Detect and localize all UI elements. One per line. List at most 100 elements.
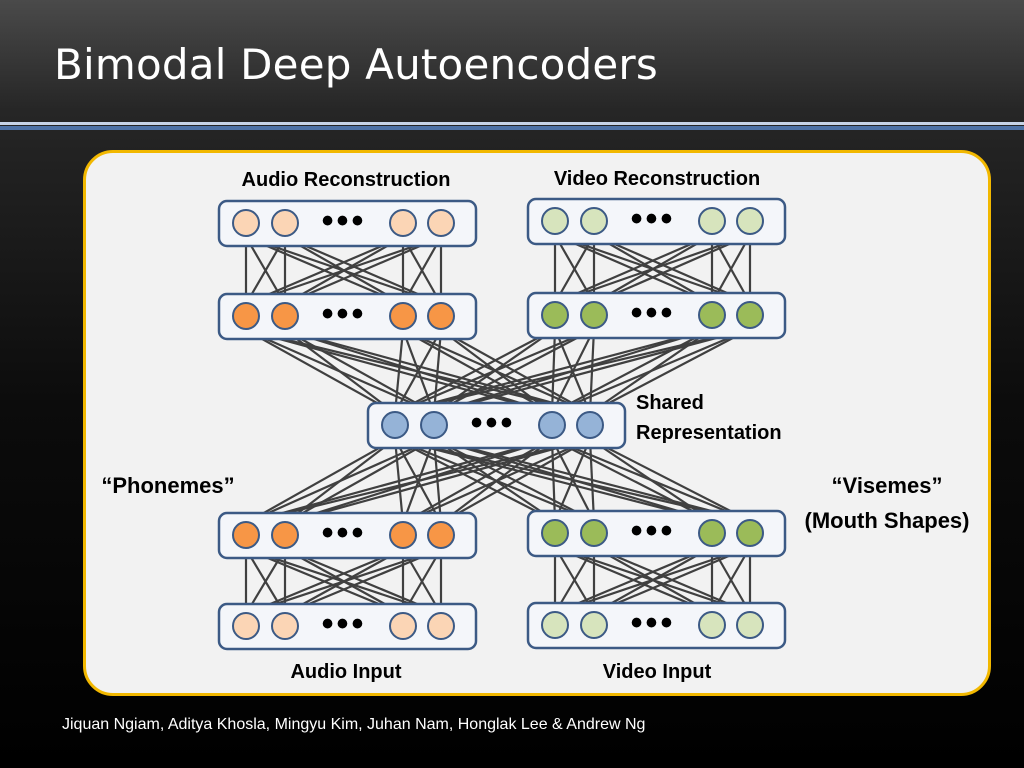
phonemes-label: “Phonemes”	[101, 473, 234, 498]
video-decoder-hidden-layer: •••	[526, 291, 787, 340]
neuron-node	[541, 301, 569, 329]
connection-arrow	[430, 438, 443, 524]
neuron-node	[271, 209, 299, 237]
connection-arrow	[394, 438, 556, 522]
connection-arrow	[245, 438, 396, 524]
connection-arrow	[589, 328, 751, 414]
neuron-node	[427, 302, 455, 330]
neuron-node	[580, 207, 608, 235]
ellipsis-dots: •••	[322, 605, 367, 643]
neuron-node	[736, 301, 764, 329]
connection-arrow	[589, 328, 713, 414]
connection-arrow	[433, 436, 751, 523]
ellipsis-dots: •••	[631, 200, 676, 238]
neuron-node	[736, 207, 764, 235]
connection-arrow	[245, 329, 396, 414]
connection-arrow	[589, 438, 751, 522]
video-input-layer: •••	[526, 601, 787, 650]
neuron-node	[736, 519, 764, 547]
connection-arrow	[440, 329, 591, 414]
connection-arrow	[245, 327, 553, 415]
ellipsis-dots: •••	[471, 404, 516, 442]
video-reconstruction-layer: •••	[526, 197, 787, 246]
visemes-label-line1: “Visemes”	[832, 473, 943, 498]
neuron-node	[698, 519, 726, 547]
connection-arrow	[433, 438, 595, 522]
neuron-node	[576, 411, 604, 439]
connection-arrow	[554, 233, 751, 305]
connection-arrow	[394, 437, 595, 523]
audio-reconstruction-layer: •••	[217, 199, 478, 248]
connection-arrow	[394, 436, 751, 523]
connection-arrow	[433, 328, 595, 414]
connection-arrow	[550, 328, 560, 414]
network-layers: ••• ••• ••• ••• ••• ••• ••• ••• •••	[217, 197, 787, 651]
neuron-node	[580, 301, 608, 329]
neuron-node	[271, 612, 299, 640]
neuron-node	[698, 301, 726, 329]
neuron-node	[427, 209, 455, 237]
audio-input-layer: •••	[217, 602, 478, 651]
neuron-node	[538, 411, 566, 439]
shared-representation-label-line2: Representation	[636, 422, 782, 444]
audio-encoder-hidden-layer: •••	[217, 511, 478, 560]
connection-arrow	[402, 329, 553, 414]
connection-arrow	[394, 328, 556, 414]
neuron-node	[232, 612, 260, 640]
title-divider-light	[0, 122, 1024, 125]
connection-arrow	[554, 234, 595, 304]
neuron-node	[271, 521, 299, 549]
video-encoder-hidden-layer: •••	[526, 509, 787, 558]
neuron-node	[232, 521, 260, 549]
connection-arrow	[284, 438, 396, 524]
visemes-label-line2: (Mouth Shapes)	[805, 508, 970, 533]
neuron-node	[389, 612, 417, 640]
shared-representation-label-line1: Shared	[636, 392, 704, 414]
ellipsis-dots: •••	[322, 514, 367, 552]
connection-arrow	[284, 329, 435, 414]
video-input-label: Video Input	[603, 661, 712, 683]
neuron-node	[698, 611, 726, 639]
neuron-node	[541, 519, 569, 547]
connection-arrow	[433, 328, 556, 414]
neuron-node	[381, 411, 409, 439]
shared-representation-layer: •••	[366, 401, 627, 450]
neuron-node	[232, 209, 260, 237]
neuron-node	[232, 302, 260, 330]
slide-title: Bimodal Deep Autoencoders	[54, 40, 658, 89]
neuron-node	[580, 519, 608, 547]
title-divider-blue	[0, 126, 1024, 130]
author-credits: Jiquan Ngiam, Aditya Khosla, Mingyu Kim,…	[62, 716, 646, 733]
neuron-node	[736, 611, 764, 639]
connection-arrow	[394, 436, 713, 523]
neuron-node	[389, 209, 417, 237]
connection-arrow	[554, 233, 713, 305]
connection-arrow	[245, 328, 435, 415]
connection-arrow	[593, 233, 751, 305]
connection-arrow	[711, 234, 751, 304]
ellipsis-dots: •••	[322, 202, 367, 240]
neuron-node	[541, 611, 569, 639]
connection-arrow	[245, 327, 591, 415]
neuron-node	[389, 521, 417, 549]
connection-arrow	[391, 438, 405, 524]
audio-decoder-hidden-layer: •••	[217, 292, 478, 341]
video-reconstruction-label: Video Reconstruction	[554, 168, 760, 190]
connection-arrow	[394, 438, 442, 524]
audio-input-label: Audio Input	[290, 661, 401, 683]
connection-arrow	[551, 438, 713, 522]
connection-arrow	[284, 438, 435, 524]
ellipsis-dots: •••	[631, 604, 676, 642]
connection-arrow	[553, 328, 592, 414]
neuron-node	[541, 207, 569, 235]
connection-arrow	[551, 328, 713, 414]
connection-arrow	[284, 327, 591, 415]
ellipsis-dots: •••	[322, 295, 367, 333]
ellipsis-dots: •••	[631, 294, 676, 332]
connection-arrow	[551, 437, 751, 523]
neuron-node	[427, 521, 455, 549]
connection-arrow	[588, 328, 599, 414]
neuron-node	[427, 612, 455, 640]
neuron-node	[389, 302, 417, 330]
